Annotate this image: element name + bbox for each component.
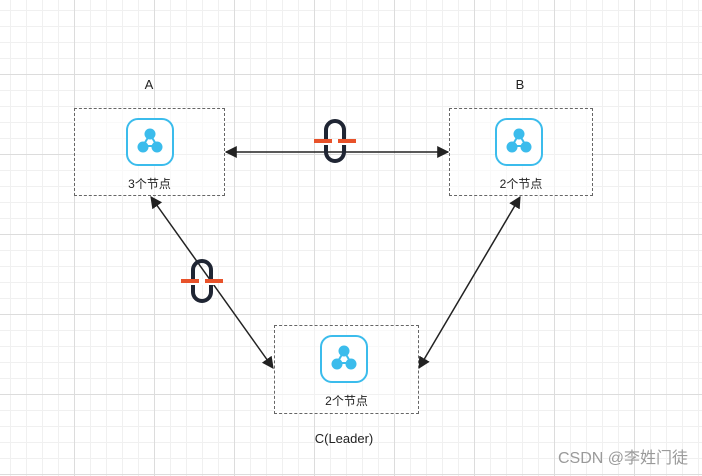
cluster-nodes-icon [495,118,543,166]
cluster-a-box[interactable]: 3个节点 [74,108,225,196]
cluster-nodes-icon [320,335,368,383]
cluster-c-caption: 2个节点 [325,394,368,408]
watermark: CSDN @李姓门徒 [557,450,688,467]
cluster-a-label: A [144,77,154,92]
broken-link-icon [314,119,356,163]
cluster-b-label: B [515,77,525,92]
cluster-b-caption: 2个节点 [499,177,543,191]
edge-b-c [418,195,521,370]
cluster-c-box[interactable]: 2个节点 [274,325,419,414]
cluster-a-caption: 3个节点 [128,177,171,191]
broken-link-icon [181,259,223,303]
cluster-b-box[interactable]: 2个节点 [449,108,593,196]
cluster-c-label: C(Leader) [314,431,374,446]
cluster-nodes-icon [126,118,174,166]
